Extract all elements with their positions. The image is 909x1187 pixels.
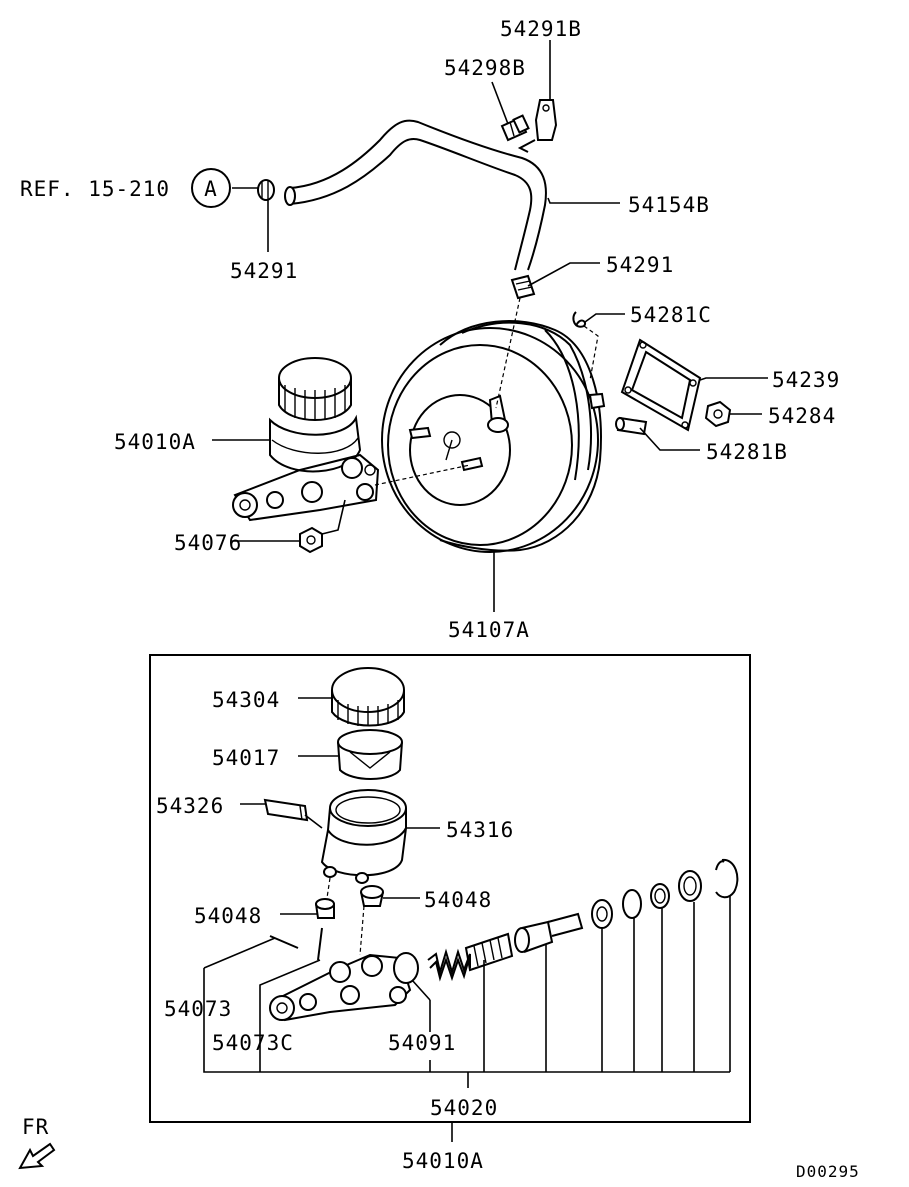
bolt-54298B	[500, 114, 530, 142]
seal-ring-1	[591, 899, 613, 929]
strainer-54017	[337, 729, 403, 780]
ref-circle-letter: A	[204, 177, 218, 201]
snap-ring	[715, 858, 739, 899]
label-54291-left: 54291	[230, 259, 298, 283]
label-54291B: 54291B	[500, 17, 582, 41]
seal-ring-2	[622, 889, 642, 919]
master-cylinder-54010A-top	[232, 357, 380, 522]
gasket-54239	[620, 338, 702, 432]
front-arrow-icon	[18, 1142, 56, 1170]
seal-ring-3	[650, 883, 670, 909]
label-54048-right: 54048	[424, 888, 492, 912]
exploded-view-frame	[149, 654, 751, 1123]
label-54239: 54239	[772, 368, 840, 392]
label-54091: 54091	[388, 1031, 456, 1055]
front-indicator: FR	[22, 1115, 49, 1139]
ref-text: REF. 15-210	[20, 177, 170, 201]
reservoir-54316	[320, 789, 407, 884]
clevis-pin-54281B	[615, 416, 648, 436]
seal-ring-4	[678, 870, 702, 902]
label-54326: 54326	[156, 794, 224, 818]
label-54020: 54020	[430, 1096, 498, 1120]
label-54291-right: 54291	[606, 253, 674, 277]
label-54073: 54073	[164, 997, 232, 1021]
hose-clip-54291-right	[510, 274, 536, 300]
label-54048-left: 54048	[194, 904, 262, 928]
label-54017: 54017	[212, 746, 280, 770]
label-54076: 54076	[174, 531, 242, 555]
piston-springs	[427, 932, 514, 982]
nut-54284	[704, 400, 732, 428]
o-ring-54091	[393, 952, 419, 984]
leader-lines	[212, 40, 768, 1142]
label-54010A-top: 54010A	[114, 430, 196, 454]
label-54073C: 54073C	[212, 1031, 294, 1055]
bracket-54020	[203, 896, 731, 1088]
hose-clip-54291-left	[257, 179, 275, 201]
label-54284: 54284	[768, 404, 836, 428]
pin-54073C	[317, 927, 323, 961]
vacuum-hose-54154B	[284, 119, 547, 271]
label-54154B: 54154B	[628, 193, 710, 217]
label-54298B: 54298B	[444, 56, 526, 80]
grommet-54048-right	[360, 885, 384, 907]
label-54304: 54304	[212, 688, 280, 712]
diagram-code: D00295	[796, 1162, 860, 1181]
master-cylinder-body	[269, 953, 412, 1022]
nut-54076	[299, 526, 323, 554]
ref-circle	[191, 168, 231, 208]
bracket-54291B	[517, 99, 558, 153]
label-54107A: 54107A	[448, 618, 530, 642]
grommet-54048-left	[315, 898, 335, 919]
label-54010A-bottom: 54010A	[402, 1149, 484, 1173]
label-54281C: 54281C	[630, 303, 712, 327]
cap-54304	[331, 667, 405, 727]
clip-54281C	[572, 311, 586, 328]
label-54326	[263, 798, 309, 822]
primary-piston	[514, 912, 584, 953]
label-54316: 54316	[446, 818, 514, 842]
brake-booster-54107A	[381, 320, 606, 553]
label-54281B: 54281B	[706, 440, 788, 464]
